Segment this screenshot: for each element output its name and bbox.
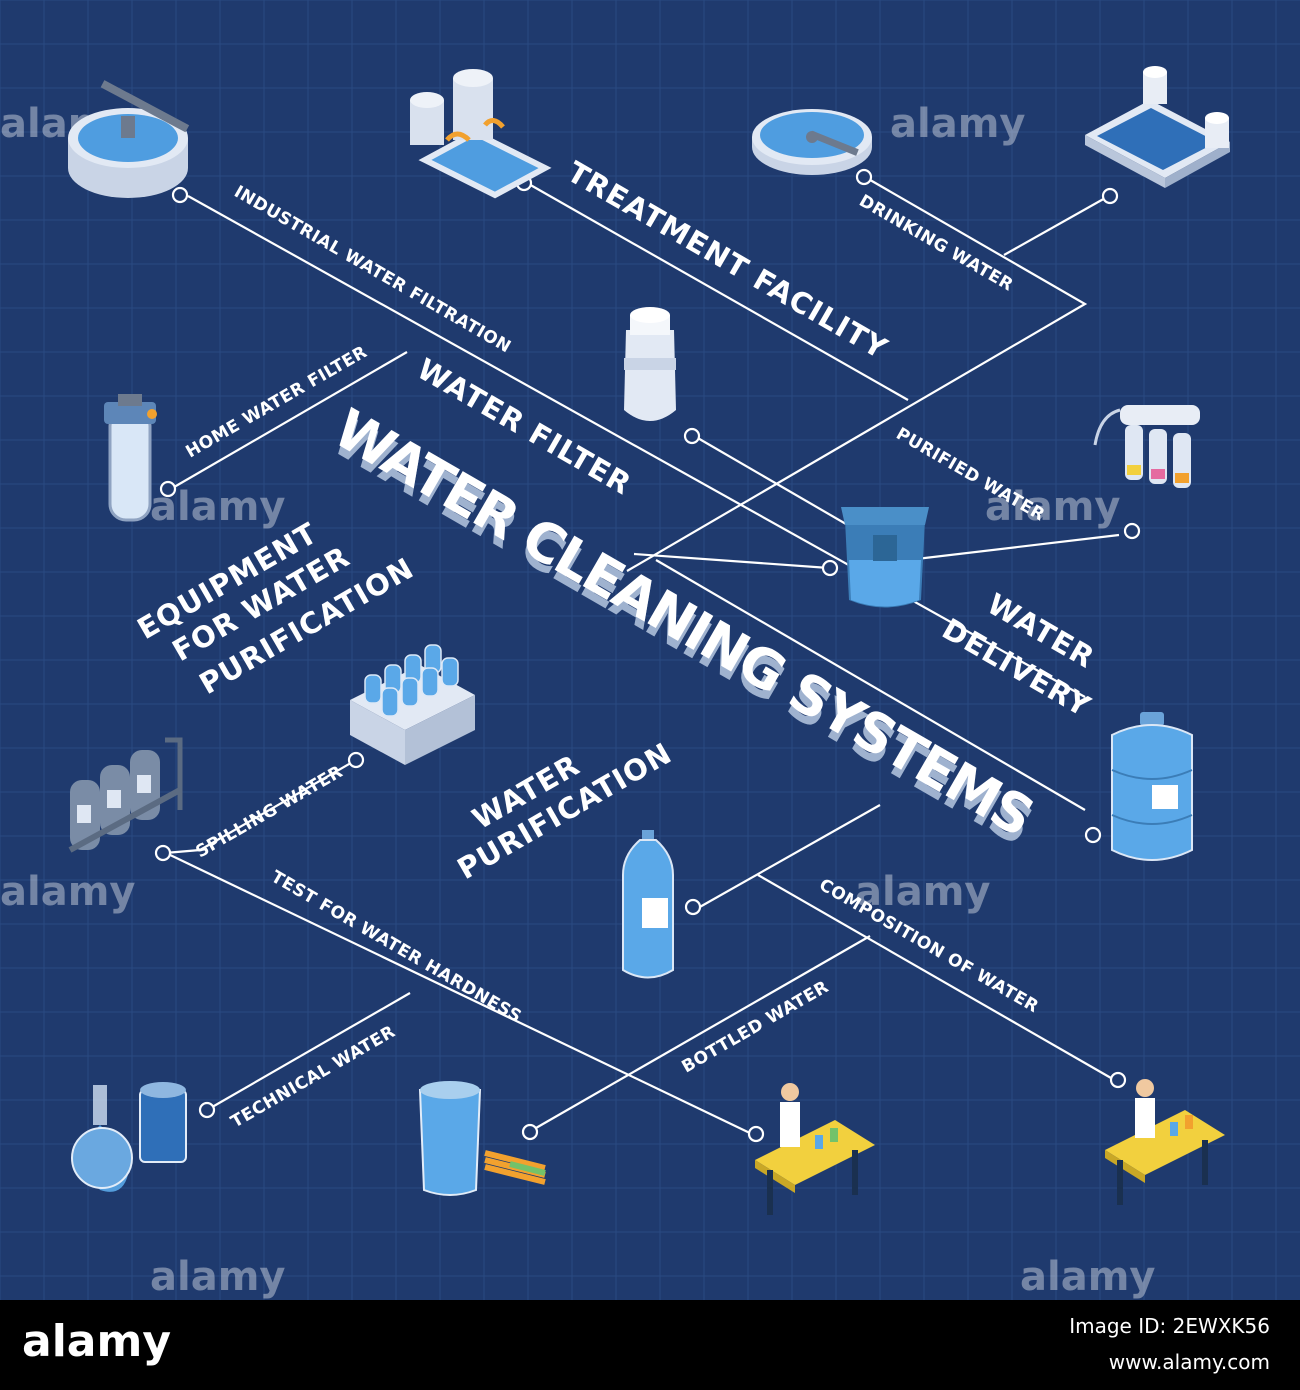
- connector-bottle: [697, 804, 881, 909]
- connector-dot: [171, 186, 189, 204]
- connector-dot: [821, 559, 839, 577]
- site-url-text: www.alamy.com: [1108, 1350, 1270, 1374]
- connector-treatment: [526, 182, 909, 401]
- connector-technical: [206, 992, 411, 1111]
- watermark-text: alamy: [150, 1254, 285, 1300]
- connector-dot: [1084, 826, 1102, 844]
- connector-composition: [757, 874, 1112, 1079]
- connector-dot: [159, 480, 177, 498]
- flowchart-canvas: alamy alamy alamy alamy alamy alamy alam…: [0, 0, 1300, 1300]
- connector-dot: [1109, 1071, 1127, 1089]
- glass-test-strips-icon: [418, 1081, 546, 1196]
- connector-dots: [154, 168, 1141, 1143]
- connector-dot: [747, 1125, 765, 1143]
- label-technical-water: TECHNICAL WATER: [228, 1022, 400, 1133]
- watermark-text: alamy: [1020, 1254, 1155, 1300]
- connector-delivery: [655, 559, 1086, 811]
- pressure-tanks-icon: [68, 737, 183, 853]
- connector-bottled: [528, 935, 871, 1133]
- connector-drinking-plant: [1003, 196, 1108, 256]
- clarifier-tank-icon: [68, 80, 190, 198]
- filter-jug-icon: [841, 507, 929, 608]
- round-settling-tank-icon: [752, 109, 872, 175]
- label-bottled-water: BOTTLED WATER: [679, 977, 833, 1077]
- label-spilling-water: SPILLING WATER: [193, 762, 347, 862]
- plastic-bottle-icon: [622, 830, 674, 979]
- pitcher-filter-cartridge-icon: [624, 307, 676, 421]
- home-filter-cartridge-icon: [104, 394, 157, 522]
- label-drinking-water: DRINKING WATER: [856, 191, 1017, 296]
- connector-dot: [855, 168, 873, 186]
- bottle-rack-icon: [350, 644, 475, 765]
- connector-dot: [521, 1123, 539, 1141]
- drinking-water-plant-icon: [1085, 66, 1230, 188]
- lab-technician-desk-icon: [755, 1083, 875, 1215]
- connector-industrial: [187, 195, 1086, 698]
- water-cooler-bottle-icon: [1111, 712, 1193, 861]
- watermark-text: alamy: [855, 869, 990, 915]
- connector-hardness: [165, 852, 755, 1136]
- connector-dot: [684, 898, 702, 916]
- diagram: alamy alamy alamy alamy alamy alamy alam…: [0, 66, 1230, 1300]
- label-test-for-water-hardness: TEST FOR WATER HARDNESS: [268, 867, 525, 1027]
- connector-lines: [164, 176, 1120, 1136]
- connector-spilling: [164, 759, 357, 855]
- connector-jug: [633, 552, 830, 570]
- heading-equipment: EQUIPMENT FOR WATER PURIFICATION: [132, 516, 420, 701]
- connector-home-filter: [168, 351, 408, 491]
- watermark-text: alamy: [985, 484, 1120, 530]
- label-industrial-water-filtration: INDUSTRIAL WATER FILTRATION: [231, 182, 515, 357]
- lab-flask-icon: [71, 1082, 187, 1192]
- connector-dot: [683, 427, 701, 445]
- reverse-osmosis-filter-icon: [1093, 405, 1200, 488]
- connector-dot: [1123, 522, 1141, 540]
- watermark-text: alamy: [890, 101, 1025, 147]
- connector-dot: [198, 1101, 216, 1119]
- image-id-text: Image ID: 2EWXK56: [1069, 1314, 1270, 1338]
- lab-scientist-desk-icon: [1105, 1079, 1225, 1205]
- brand-logo: alamy: [22, 1316, 171, 1367]
- connector-drinking: [626, 176, 1088, 572]
- heading-water-delivery: WATER DELIVERY: [937, 587, 1101, 724]
- connector-dot: [154, 844, 172, 862]
- industrial-filter-tanks-icon: [410, 69, 552, 199]
- watermark-text: alamy: [0, 869, 135, 915]
- connector-dot: [1101, 187, 1119, 205]
- background-grid: [0, 0, 1300, 1300]
- connector-dot: [347, 751, 365, 769]
- footer-bar: alamy Image ID: 2EWXK56 www.alamy.com: [0, 1300, 1300, 1390]
- heading-treatment-facility: TREATMENT FACILITY: [562, 155, 894, 366]
